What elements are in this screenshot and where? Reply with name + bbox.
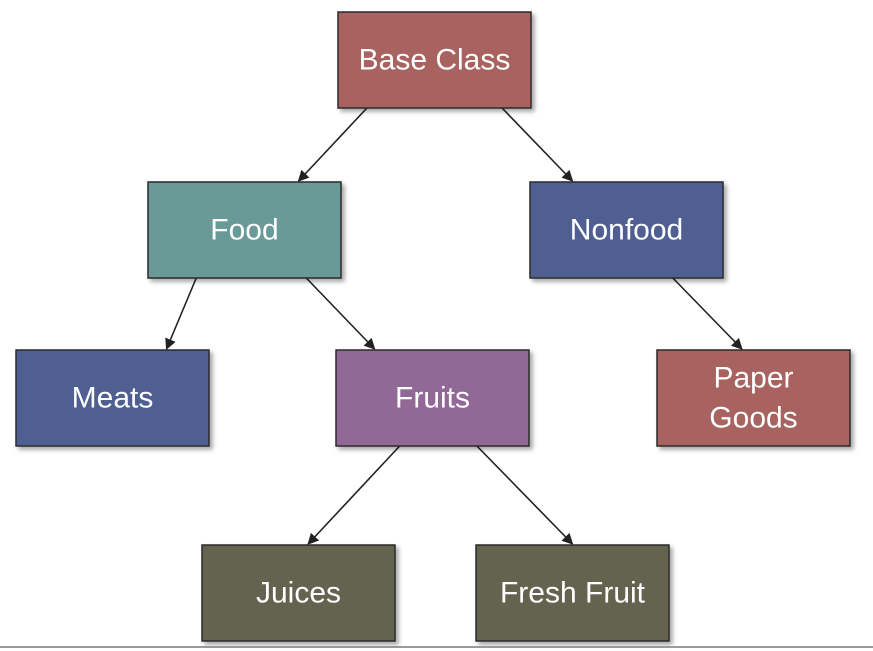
node-fresh: Fresh Fruit xyxy=(475,544,670,642)
edge-arrow-base-to-food xyxy=(297,107,368,182)
edge-arrow-food-to-fruits xyxy=(305,277,376,350)
node-nonfood: Nonfood xyxy=(529,181,724,279)
node-box-fruits xyxy=(335,349,530,447)
node-meats: Meats xyxy=(15,349,210,447)
node-food: Food xyxy=(147,181,342,279)
node-label-fresh: Fresh Fruit xyxy=(500,577,646,610)
edge-arrow-fruits-to-fresh xyxy=(476,445,574,545)
edge-arrow-fruits-to-juices xyxy=(307,445,401,545)
node-label-paper: Paper xyxy=(713,362,793,395)
bottom-divider xyxy=(0,646,873,648)
node-fruits: Fruits xyxy=(335,349,530,447)
node-base: Base Class xyxy=(337,11,532,109)
node-box-paper xyxy=(656,349,851,447)
node-box-meats xyxy=(15,349,210,447)
node-box-nonfood xyxy=(529,181,724,279)
node-box-food xyxy=(147,181,342,279)
node-box-fresh xyxy=(475,544,670,642)
node-label-paper: Goods xyxy=(709,402,797,435)
node-label-juices: Juices xyxy=(256,577,341,610)
edge-arrow-base-to-nonfood xyxy=(501,107,574,182)
node-label-food: Food xyxy=(210,214,278,247)
node-label-nonfood: Nonfood xyxy=(570,214,683,247)
node-box-juices xyxy=(201,544,396,642)
node-label-base: Base Class xyxy=(359,44,511,77)
node-box-base xyxy=(337,11,532,109)
edge-arrow-nonfood-to-paper xyxy=(672,277,743,350)
edge-arrow-food-to-meats xyxy=(165,277,197,351)
node-juices: Juices xyxy=(201,544,396,642)
edges-layer xyxy=(165,107,743,545)
node-label-fruits: Fruits xyxy=(395,382,470,415)
node-label-meats: Meats xyxy=(72,382,154,415)
